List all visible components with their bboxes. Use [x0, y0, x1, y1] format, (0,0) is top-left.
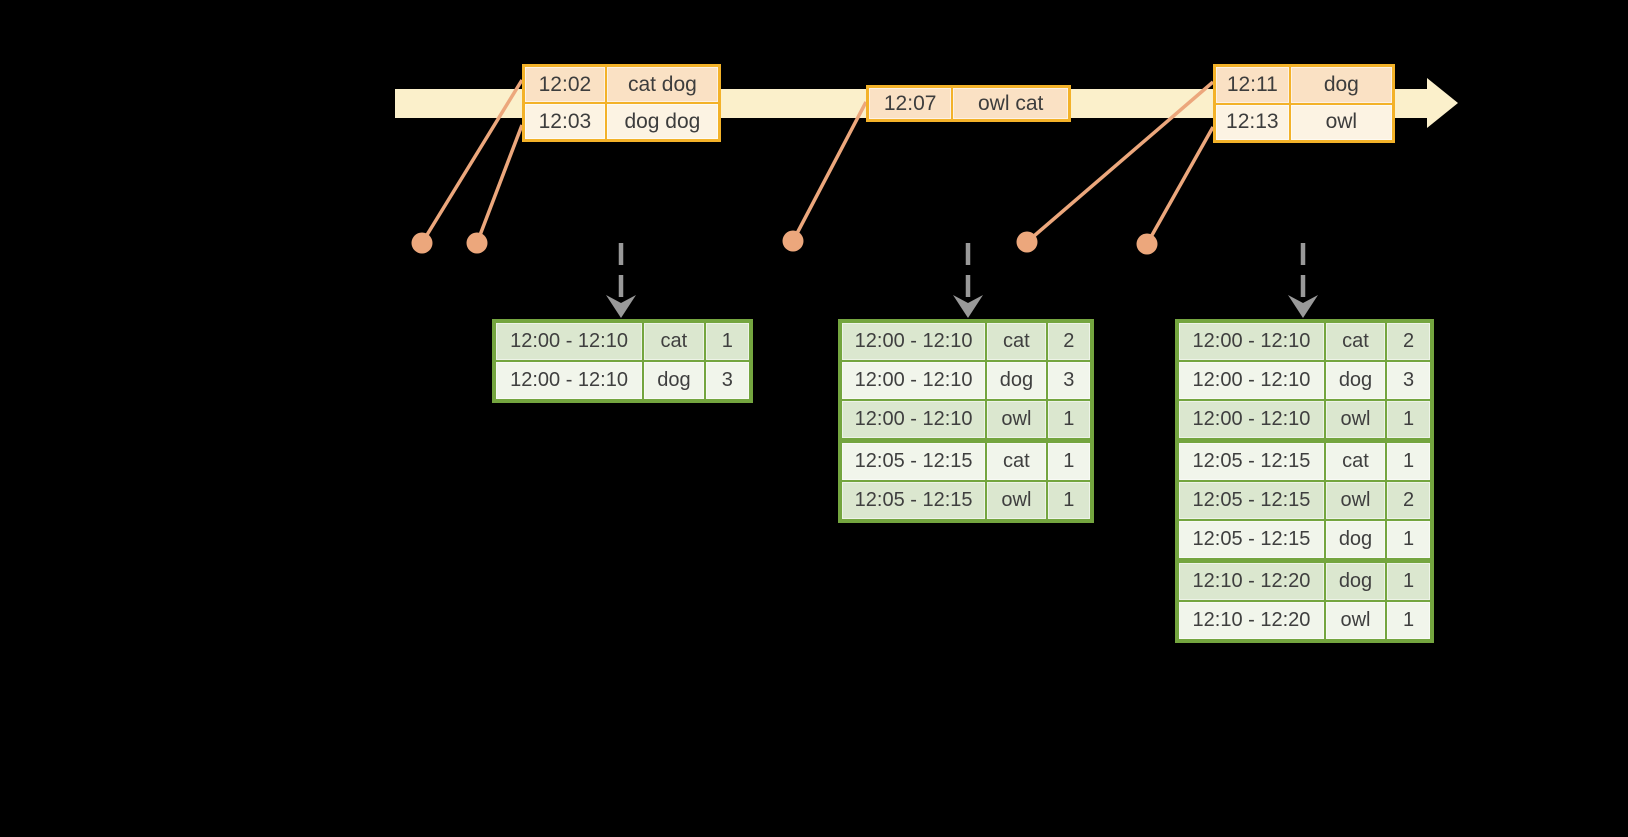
event-dots	[411, 230, 1158, 255]
window-cell: 12:10 - 12:20	[1176, 600, 1326, 642]
word-cell: cat	[642, 320, 706, 362]
table-row: 12:10 - 12:20 dog 1	[1176, 559, 1433, 602]
event-time-cell: 12:02	[522, 64, 607, 104]
count-cell: 1	[1385, 439, 1433, 482]
result-table-2: 12:00 - 12:10 cat 2 12:00 - 12:10 dog 3 …	[838, 319, 1094, 523]
leader-line-3	[791, 101, 868, 242]
event-time-cell: 12:13	[1213, 102, 1291, 143]
event-row: 12:03 dog dog	[522, 102, 721, 142]
result-table-1: 12:00 - 12:10 cat 1 12:00 - 12:10 dog 3	[492, 319, 753, 403]
event-row: 12:11 dog	[1213, 64, 1395, 105]
word-cell: dog	[1323, 519, 1388, 563]
event-box-1: 12:02 cat dog 12:03 dog dog	[522, 64, 721, 142]
table-row: 12:05 - 12:15 owl 1	[838, 480, 1094, 522]
table-row: 12:00 - 12:10 owl 1	[1176, 399, 1433, 443]
event-row: 12:13 owl	[1213, 102, 1395, 143]
event-words-cell: dog dog	[604, 102, 721, 142]
window-cell: 12:00 - 12:10	[1176, 320, 1326, 362]
word-cell: dog	[1323, 360, 1388, 401]
table-row: 12:00 - 12:10 dog 3	[838, 360, 1094, 401]
result-table-3: 12:00 - 12:10 cat 2 12:00 - 12:10 dog 3 …	[1175, 319, 1434, 643]
word-cell: owl	[1323, 480, 1388, 521]
window-cell: 12:05 - 12:15	[1176, 439, 1326, 482]
count-cell: 2	[1045, 320, 1094, 362]
word-cell: owl	[1323, 600, 1388, 642]
word-cell: dog	[985, 360, 1048, 401]
down-arrow-head-icon	[606, 295, 636, 318]
table-row: 12:05 - 12:15 cat 1	[838, 439, 1094, 482]
window-cell: 12:00 - 12:10	[492, 360, 645, 402]
count-cell: 1	[703, 320, 753, 362]
window-cell: 12:05 - 12:15	[838, 480, 988, 522]
trigger-arrows	[606, 243, 1318, 318]
count-cell: 2	[1385, 480, 1433, 521]
window-cell: 12:05 - 12:15	[838, 439, 988, 482]
window-cell: 12:05 - 12:15	[1176, 480, 1326, 521]
event-dot-icon	[1136, 233, 1158, 255]
event-words-cell: owl	[1288, 102, 1395, 143]
down-arrow-head-icon	[953, 295, 983, 318]
leader-line-2	[475, 124, 524, 244]
event-dot-icon	[782, 230, 804, 252]
count-cell: 2	[1385, 320, 1433, 362]
word-cell: dog	[642, 360, 706, 402]
count-cell: 1	[1045, 480, 1094, 522]
event-box-3: 12:11 dog 12:13 owl	[1213, 64, 1395, 143]
word-cell: owl	[985, 480, 1048, 522]
word-cell: cat	[1323, 439, 1388, 482]
window-cell: 12:00 - 12:10	[838, 399, 988, 443]
event-box-2: 12:07 owl cat	[866, 85, 1071, 122]
count-cell: 1	[1385, 399, 1433, 443]
count-cell: 1	[1385, 519, 1433, 563]
window-cell: 12:00 - 12:10	[1176, 360, 1326, 401]
event-time-cell: 12:07	[866, 85, 954, 122]
count-cell: 1	[1385, 559, 1433, 602]
word-cell: cat	[985, 320, 1048, 362]
table-row: 12:00 - 12:10 cat 2	[838, 320, 1094, 362]
event-dot-icon	[411, 232, 433, 254]
word-cell: cat	[1323, 320, 1388, 362]
event-row: 12:07 owl cat	[866, 85, 1071, 122]
window-cell: 12:00 - 12:10	[1176, 399, 1326, 443]
count-cell: 3	[703, 360, 753, 402]
word-cell: owl	[985, 399, 1048, 443]
window-cell: 12:05 - 12:15	[1176, 519, 1326, 563]
window-cell: 12:00 - 12:10	[838, 320, 988, 362]
word-cell: owl	[1323, 399, 1388, 443]
word-cell: dog	[1323, 559, 1388, 602]
window-cell: 12:10 - 12:20	[1176, 559, 1326, 602]
event-dot-icon	[1016, 231, 1038, 253]
table-row: 12:00 - 12:10 dog 3	[1176, 360, 1433, 401]
count-cell: 1	[1385, 600, 1433, 642]
event-time-cell: 12:11	[1213, 64, 1291, 105]
down-arrow-head-icon	[1288, 295, 1318, 318]
event-words-cell: owl cat	[951, 85, 1071, 122]
table-row: 12:05 - 12:15 dog 1	[1176, 519, 1433, 563]
event-words-cell: dog	[1288, 64, 1395, 105]
event-row: 12:02 cat dog	[522, 64, 721, 104]
leader-line-5	[1145, 126, 1215, 245]
window-cell: 12:00 - 12:10	[838, 360, 988, 401]
table-row: 12:00 - 12:10 dog 3	[492, 360, 753, 402]
table-row: 12:00 - 12:10 owl 1	[838, 399, 1094, 443]
word-cell: cat	[985, 439, 1048, 482]
event-dot-icon	[466, 232, 488, 254]
table-row: 12:05 - 12:15 owl 2	[1176, 480, 1433, 521]
count-cell: 1	[1045, 399, 1094, 443]
timeline-arrow-head-icon	[1427, 78, 1458, 128]
count-cell: 3	[1045, 360, 1094, 401]
table-row: 12:00 - 12:10 cat 1	[492, 320, 753, 362]
window-cell: 12:00 - 12:10	[492, 320, 645, 362]
table-row: 12:00 - 12:10 cat 2	[1176, 320, 1433, 362]
count-cell: 1	[1045, 439, 1094, 482]
table-row: 12:05 - 12:15 cat 1	[1176, 439, 1433, 482]
count-cell: 3	[1385, 360, 1433, 401]
event-words-cell: cat dog	[604, 64, 721, 104]
event-time-cell: 12:03	[522, 102, 607, 142]
table-row: 12:10 - 12:20 owl 1	[1176, 600, 1433, 642]
